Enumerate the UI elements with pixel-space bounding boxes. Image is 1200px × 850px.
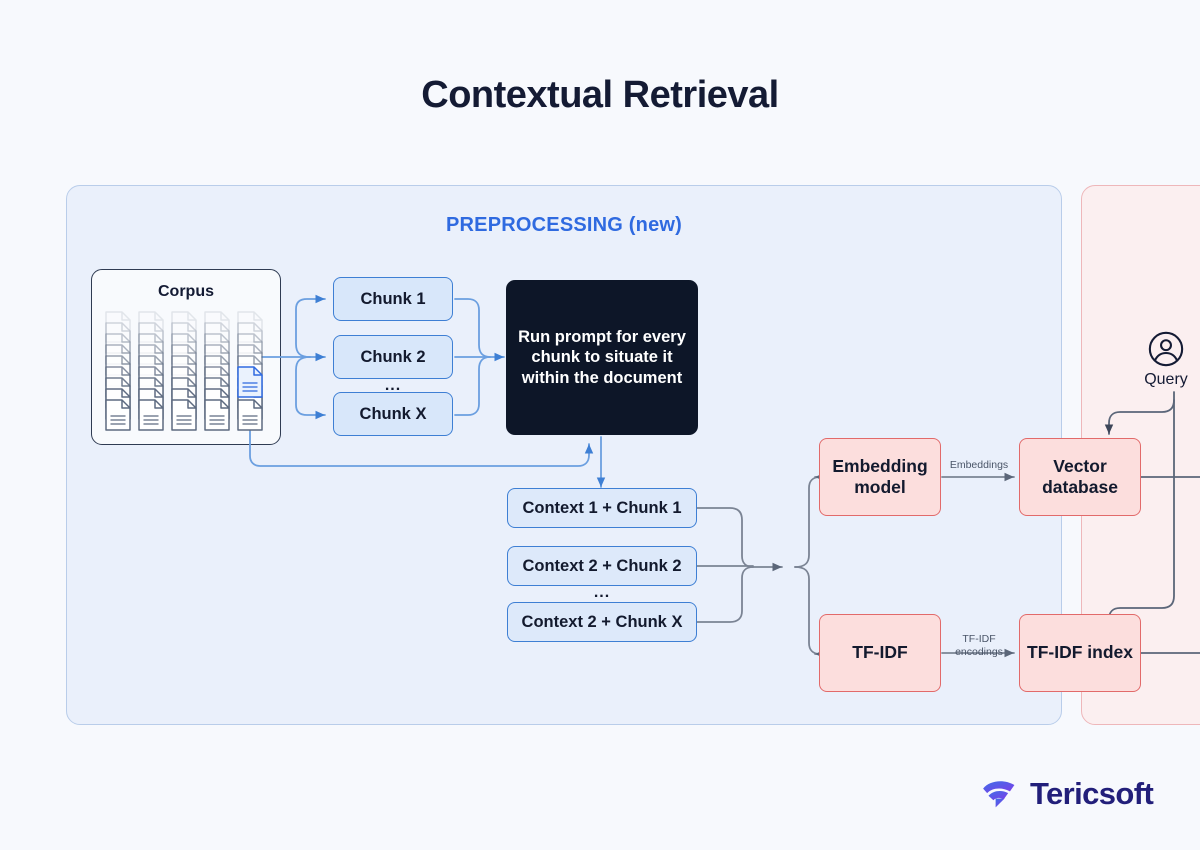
- contexts-ellipsis: ...: [593, 584, 611, 601]
- edge-label-embeddings: Embeddings: [949, 459, 1009, 471]
- context-node-1[interactable]: Context 1 + Chunk 1: [507, 488, 697, 528]
- preprocessing-panel-heading: PREPROCESSING (new): [445, 214, 683, 236]
- tfidf-node[interactable]: TF-IDF: [819, 614, 941, 692]
- corpus-label: Corpus: [158, 283, 214, 300]
- document-stack: [137, 310, 167, 434]
- vector-database-node[interactable]: Vector database: [1019, 438, 1141, 516]
- document-icon: [104, 310, 132, 344]
- context-node-x[interactable]: Context 2 + Chunk X: [507, 602, 697, 642]
- chunks-ellipsis: ...: [384, 377, 402, 394]
- document-icon: [104, 398, 132, 432]
- document-icon: [203, 310, 231, 344]
- document-stack: [236, 310, 266, 434]
- tericsoft-logo-mark-icon: [980, 777, 1022, 811]
- run-prompt-box: Run prompt for every chunk to situate it…: [506, 280, 698, 435]
- document-stack: [170, 310, 200, 434]
- page-title: Contextual Retrieval: [421, 74, 779, 116]
- chunk-node-1[interactable]: Chunk 1: [333, 277, 453, 321]
- tfidf-index-node[interactable]: TF-IDF index: [1019, 614, 1141, 692]
- corpus-box: Corpus: [91, 269, 281, 445]
- brand-logo: Tericsoft: [980, 776, 1154, 812]
- embedding-model-node[interactable]: Embedding model: [819, 438, 941, 516]
- query-label: Query: [1144, 371, 1188, 388]
- document-icon: [203, 398, 231, 432]
- document-stack: [104, 310, 134, 434]
- document-stack: [203, 310, 233, 434]
- document-icon: [137, 398, 165, 432]
- document-icon: [236, 398, 264, 432]
- document-icon: [236, 310, 264, 344]
- edge-label-tfidf-encodings: TF-IDF encodings: [955, 633, 1003, 659]
- chunk-node-2[interactable]: Chunk 2: [333, 335, 453, 379]
- document-icon: [137, 310, 165, 344]
- document-icon: [170, 398, 198, 432]
- brand-name: Tericsoft: [1030, 776, 1154, 811]
- document-icon: [170, 310, 198, 344]
- user-avatar-icon: [1147, 330, 1185, 368]
- chunk-node-x[interactable]: Chunk X: [333, 392, 453, 436]
- highlighted-document-icon: [236, 365, 264, 399]
- context-node-2[interactable]: Context 2 + Chunk 2: [507, 546, 697, 586]
